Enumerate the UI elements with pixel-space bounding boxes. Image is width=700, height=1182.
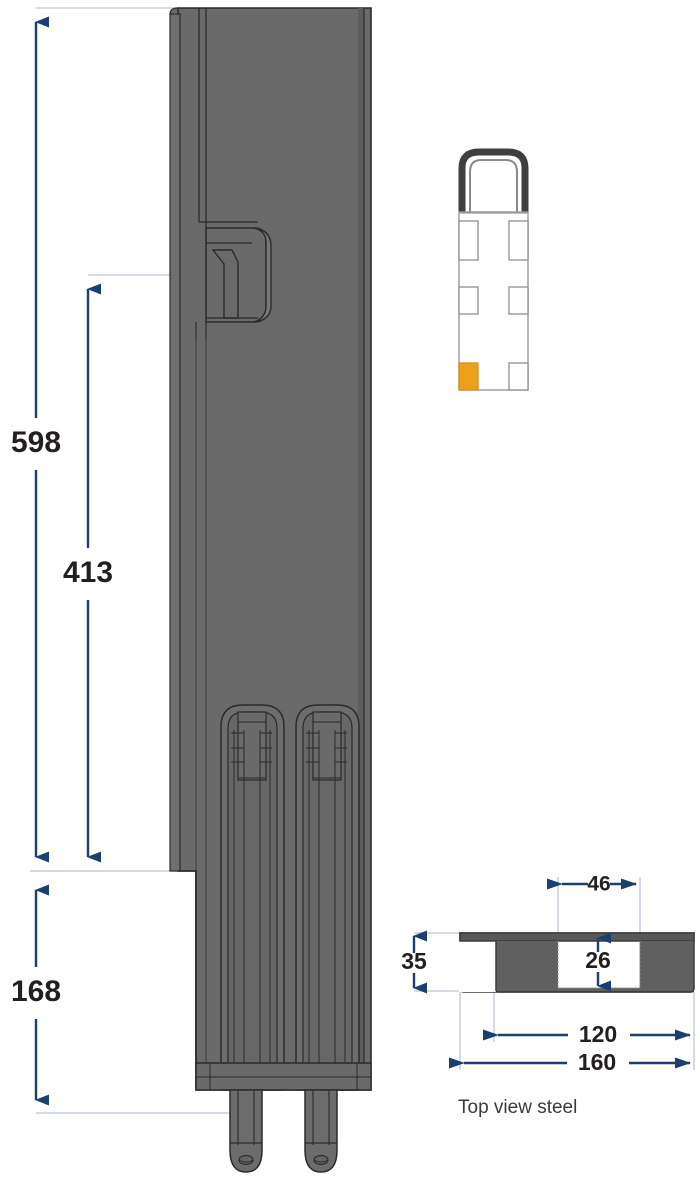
leg-left (229, 1089, 263, 1173)
dimension-lines (34, 16, 691, 1106)
dim-598-label: 598 (11, 426, 61, 459)
front-section-view (169, 7, 372, 1173)
side-edge-view (458, 148, 529, 391)
top-view-steel-caption: Top view steel (458, 1097, 577, 1118)
dim-413-label: 413 (63, 556, 113, 589)
side-view-u-bracket (458, 148, 529, 216)
side-view-slots (458, 220, 529, 391)
steel-web-left (496, 941, 558, 988)
rail-channel-right (295, 704, 360, 1091)
steel-left-gap (459, 941, 496, 992)
part-left-wall-strip (169, 13, 181, 872)
slot-right-bottom (508, 362, 529, 391)
slot-left-bottom-highlighted (458, 362, 479, 391)
steel-right-gap (694, 941, 700, 992)
part-right-edge-band (358, 8, 364, 1090)
slot-right-top (508, 220, 529, 261)
steel-web-right (640, 941, 694, 988)
rail-channel-left (220, 704, 285, 1091)
leg-right (304, 1089, 338, 1173)
part-bottom-plate (195, 1062, 372, 1091)
slot-left-middle (458, 286, 479, 315)
front-extension-lines (30, 7, 232, 1114)
part-lower-step (178, 870, 197, 1090)
dimension-labels: 598 413 168 46 26 35 120 160 (11, 426, 617, 1075)
part-internal-rib-lines (198, 8, 258, 228)
steel-top-flange (459, 932, 695, 942)
dim-46-label: 46 (587, 873, 610, 896)
part-legs (229, 1089, 338, 1173)
steel-inner-outline (495, 941, 695, 993)
slot-left-top (458, 220, 479, 261)
side-view-u-inner (469, 159, 518, 212)
dim-120-label: 120 (579, 1021, 617, 1047)
part-hook-feature (195, 227, 272, 340)
dim-35-label: 35 (401, 948, 427, 974)
slot-right-middle (508, 286, 529, 315)
dim-168-label: 168 (11, 975, 61, 1008)
top-view-steel (414, 877, 700, 1070)
part-rail-channels (220, 704, 360, 1091)
dim-26-label: 26 (585, 947, 611, 973)
dim-160-label: 160 (578, 1049, 616, 1075)
